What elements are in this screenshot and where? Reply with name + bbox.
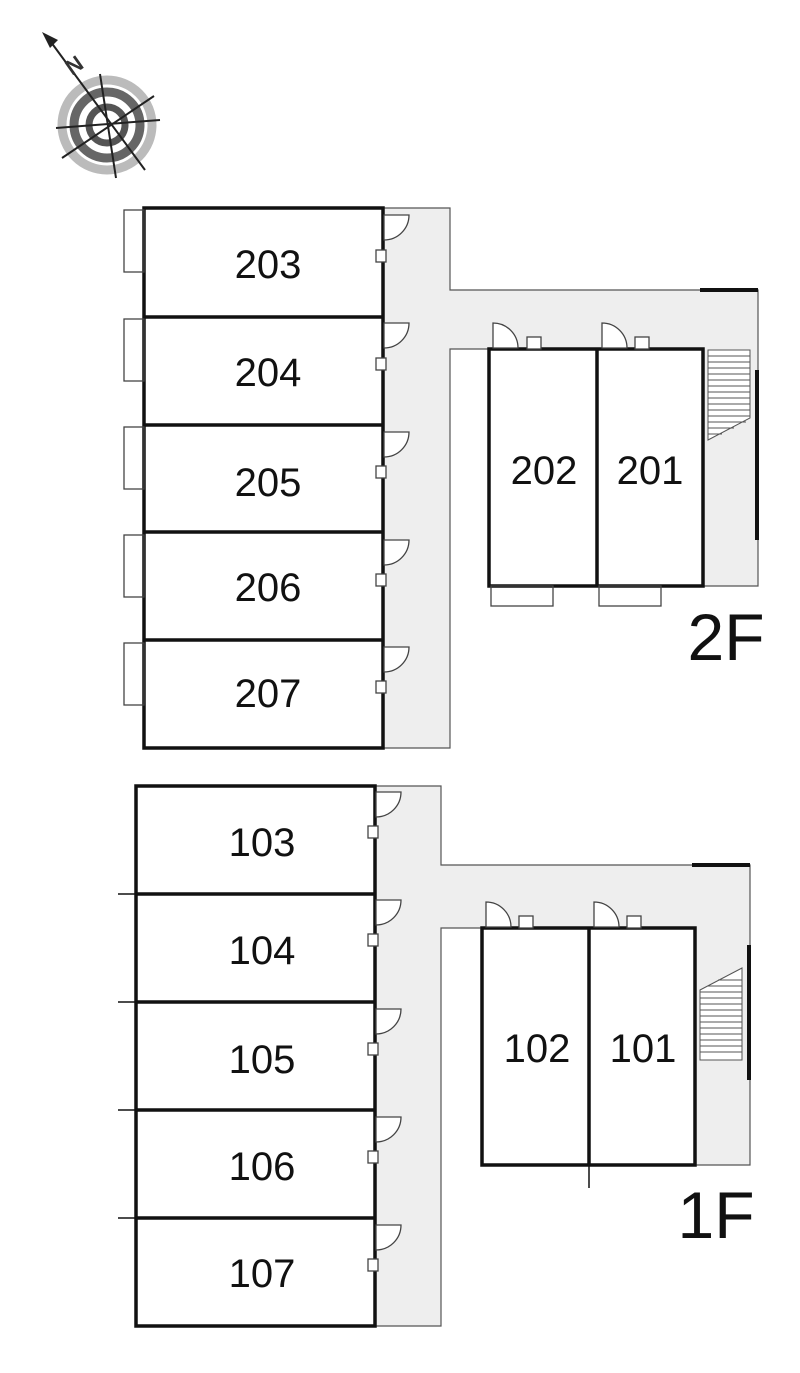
floor-1f: 103 104 105 106 107 102 101 1F	[118, 784, 755, 1328]
floor-2f: 203 204 205 206 207 202 201 2F	[123, 206, 765, 750]
room-label: 106	[229, 1145, 296, 1189]
room-label: 101	[610, 1027, 677, 1071]
stairs-1f-icon	[699, 967, 743, 1061]
floor-label-2f: 2F	[687, 600, 764, 674]
doors-1f-right	[485, 901, 642, 929]
room-label: 202	[511, 449, 578, 493]
floor-label-1f: 1F	[677, 1178, 754, 1252]
room-block-2f-left	[142, 206, 385, 750]
room-label: 204	[235, 351, 302, 395]
compass-icon: N	[42, 32, 161, 179]
room-label: 201	[617, 449, 684, 493]
compass-north-letter: N	[61, 51, 88, 81]
room-label: 102	[504, 1027, 571, 1071]
room-label: 104	[229, 929, 296, 973]
room-label: 107	[229, 1252, 296, 1296]
room-block-2f-right	[487, 347, 705, 588]
room-block-1f-right	[480, 926, 697, 1188]
room-label: 103	[229, 821, 296, 865]
room-label: 207	[235, 672, 302, 716]
doors-2f-left	[375, 214, 410, 694]
room-label: 105	[229, 1038, 296, 1082]
balconies-2f-right	[490, 585, 662, 607]
stairs-2f-icon	[707, 349, 751, 441]
balconies-2f-left	[123, 209, 145, 706]
room-label: 203	[235, 243, 302, 287]
room-label: 205	[235, 461, 302, 505]
room-label: 206	[235, 566, 302, 610]
doors-1f-left	[367, 791, 402, 1272]
room-block-1f-left	[118, 784, 377, 1328]
doors-2f-right	[492, 322, 650, 350]
